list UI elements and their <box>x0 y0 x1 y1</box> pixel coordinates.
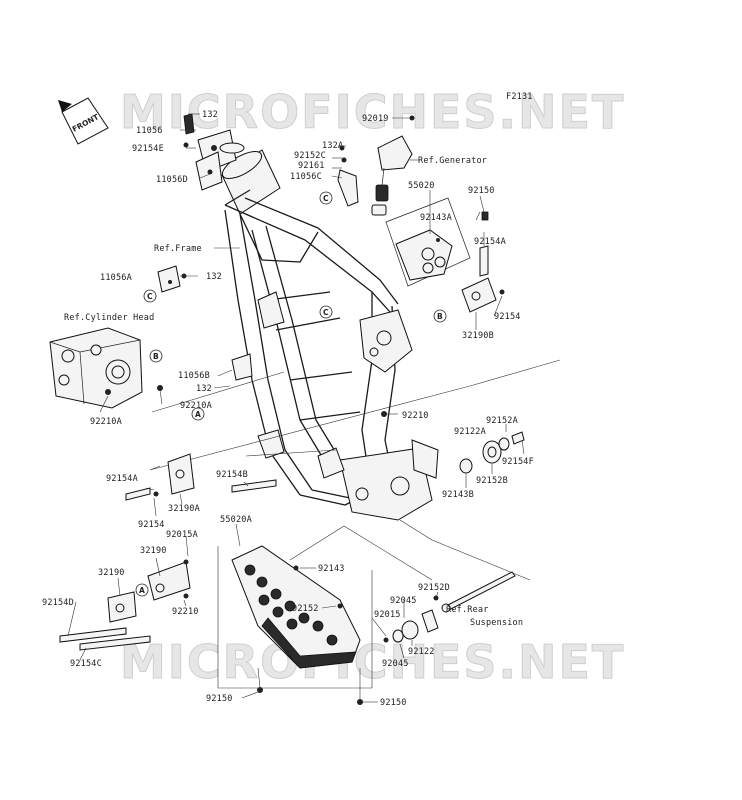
callout-92154a-b: 92154A <box>106 474 138 484</box>
guard-plate-55020 <box>385 197 489 287</box>
callout-92143a: 92143A <box>420 213 452 223</box>
callout-92152c: 92152C <box>294 151 326 161</box>
lower-left-brackets <box>59 559 191 651</box>
ref-frame-label: Ref.Frame <box>154 244 202 254</box>
callout-92143: 92143 <box>318 564 345 574</box>
callout-132-a: 132 <box>202 110 218 120</box>
right-spacers <box>381 411 525 474</box>
callout-32190-b: 32190 <box>98 568 125 578</box>
ref-generator-label: Ref.Generator <box>418 156 487 166</box>
leader-lines <box>67 113 531 703</box>
callout-92154a-a: 92154A <box>474 237 506 247</box>
callout-92122a: 92122A <box>454 427 486 437</box>
svg-text:C: C <box>323 194 329 203</box>
callout-92154b: 92154B <box>216 470 248 480</box>
ref-rear-suspension-label-1: Ref.Rear <box>446 605 489 615</box>
circle-ref-b-1: B <box>149 349 163 363</box>
circle-ref-a-2: A <box>135 583 149 597</box>
figure-code: F2131 <box>506 92 533 102</box>
rear-upper-mount <box>461 245 505 313</box>
cylinder-head <box>49 327 163 409</box>
callout-92154d: 92154D <box>42 598 74 608</box>
ref-cylinder-head-label: Ref.Cylinder Head <box>64 313 154 323</box>
callout-92161: 92161 <box>298 161 325 171</box>
callout-132a: 132A <box>322 141 343 151</box>
callout-92210a-a: 92210A <box>180 401 212 411</box>
skid-plate-bracket-box <box>217 546 373 689</box>
callout-92152b: 92152B <box>476 476 508 486</box>
callout-11056a: 11056A <box>100 273 132 283</box>
callout-32190a: 32190A <box>168 504 200 514</box>
callout-32190-a: 32190 <box>140 546 167 556</box>
circle-ref-c-1: C <box>143 289 157 303</box>
callout-92150-b: 92150 <box>206 694 233 704</box>
callout-92143b: 92143B <box>442 490 474 500</box>
svg-text:B: B <box>437 312 443 321</box>
watermark-top: MICROFICHES.NET <box>120 85 625 139</box>
callout-55020: 55020 <box>408 181 435 191</box>
callout-92152: 92152 <box>292 604 319 614</box>
bracket-11056a <box>157 265 187 293</box>
callout-92045-b: 92045 <box>382 659 409 669</box>
callout-132-c: 132 <box>196 384 212 394</box>
skid-plate <box>231 545 363 705</box>
callout-92154e: 92154E <box>132 144 164 154</box>
generator-bracket <box>337 115 415 216</box>
frame-assembly <box>221 149 439 521</box>
circle-ref-c-3: C <box>319 305 333 319</box>
callout-92122: 92122 <box>408 647 435 657</box>
callout-92154c: 92154C <box>70 659 102 669</box>
callout-92152a: 92152A <box>486 416 518 426</box>
callout-92154-b: 92154 <box>138 520 165 530</box>
watermark-bottom: MICROFICHES.NET <box>120 635 625 689</box>
callout-11056d: 11056D <box>156 175 188 185</box>
front-arrow-icon: FRONT <box>58 97 109 145</box>
callout-92015a: 92015A <box>166 530 198 540</box>
through-bolt-line <box>149 359 561 471</box>
callout-55020a: 55020A <box>220 515 252 525</box>
circle-ref-a-1: A <box>191 407 205 421</box>
callout-11056c: 11056C <box>290 172 322 182</box>
svg-text:A: A <box>139 586 145 595</box>
callout-92015: 92015 <box>374 610 401 620</box>
callout-92210a-b: 92210A <box>90 417 122 427</box>
ref-rear-suspension-label-2: Suspension <box>470 618 523 628</box>
callout-92045-a: 92045 <box>390 596 417 606</box>
callout-32190b: 32190B <box>462 331 494 341</box>
svg-text:B: B <box>153 352 159 361</box>
svg-text:A: A <box>195 410 201 419</box>
rear-suspension-bolt <box>383 571 516 643</box>
circle-ref-c-2: C <box>319 191 333 205</box>
svg-text:C: C <box>147 292 153 301</box>
callout-92150-c: 92150 <box>380 698 407 708</box>
callout-92210-a: 92210 <box>402 411 429 421</box>
callout-11056: 11056 <box>136 126 163 136</box>
circle-ref-b-2: B <box>433 309 447 323</box>
callout-92210-b: 92210 <box>172 607 199 617</box>
front-lower-mount <box>125 453 277 501</box>
steering-head-bracket <box>183 113 245 191</box>
callout-92019: 92019 <box>362 114 389 124</box>
callout-92154f: 92154F <box>502 457 534 467</box>
callout-92150-a: 92150 <box>468 186 495 196</box>
callout-92154-a: 92154 <box>494 312 521 322</box>
callout-11056b: 11056B <box>178 371 210 381</box>
svg-text:C: C <box>323 308 329 317</box>
callout-132-b: 132 <box>206 272 222 282</box>
callout-92152d: 92152D <box>418 583 450 593</box>
